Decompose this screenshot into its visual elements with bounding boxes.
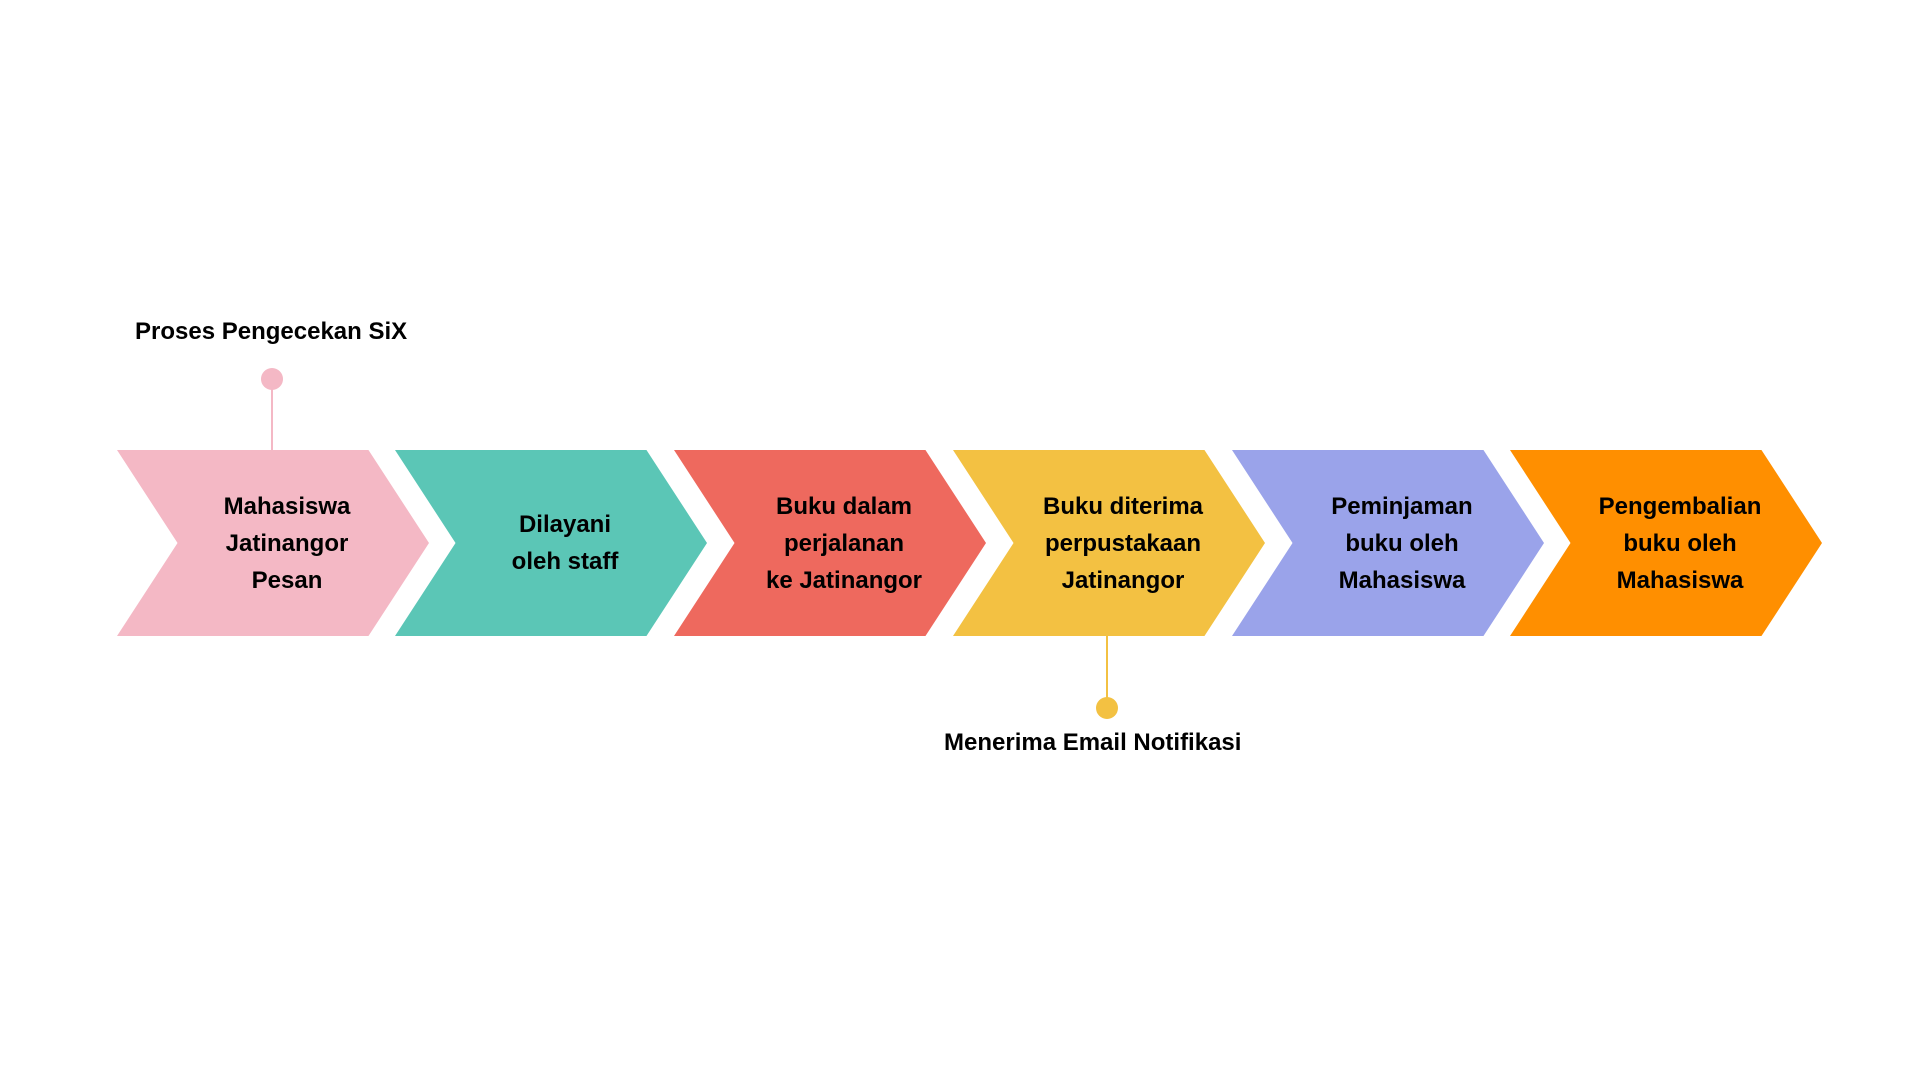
step-label-3: Buku dalam perjalanan ke Jatinangor [765,492,923,594]
step-chevron-5: Peminjaman buku oleh Mahasiswa [1232,450,1544,636]
step-chevron-6: Pengembalian buku oleh Mahasiswa [1510,450,1822,636]
step-chevron-2: Dilayani oleh staff [395,450,707,636]
callout-top-dot [261,368,283,390]
callout-bottom-connector [1106,636,1108,708]
step-chevron-4: Buku diterima perpustakaan Jatinangor [953,450,1265,636]
step-chevron-3: Buku dalam perjalanan ke Jatinangor [674,450,986,636]
callout-top-connector [271,389,273,450]
step-label-2: Dilayani oleh staff [511,511,619,575]
step-label-1: Mahasiswa Jatinangor Pesan [223,492,351,594]
step-label-4: Buku diterima perpustakaan Jatinangor [1042,492,1204,594]
step-chevron-1: Mahasiswa Jatinangor Pesan [117,450,429,636]
callout-top-text: Proses Pengecekan SiX [135,318,408,345]
step-label-6: Pengembalian buku oleh Mahasiswa [1598,492,1762,594]
callout-bottom-dot [1096,697,1118,719]
step-label-5: Peminjaman buku oleh Mahasiswa [1331,492,1473,594]
callout-bottom-text: Menerima Email Notifikasi [944,729,1242,756]
